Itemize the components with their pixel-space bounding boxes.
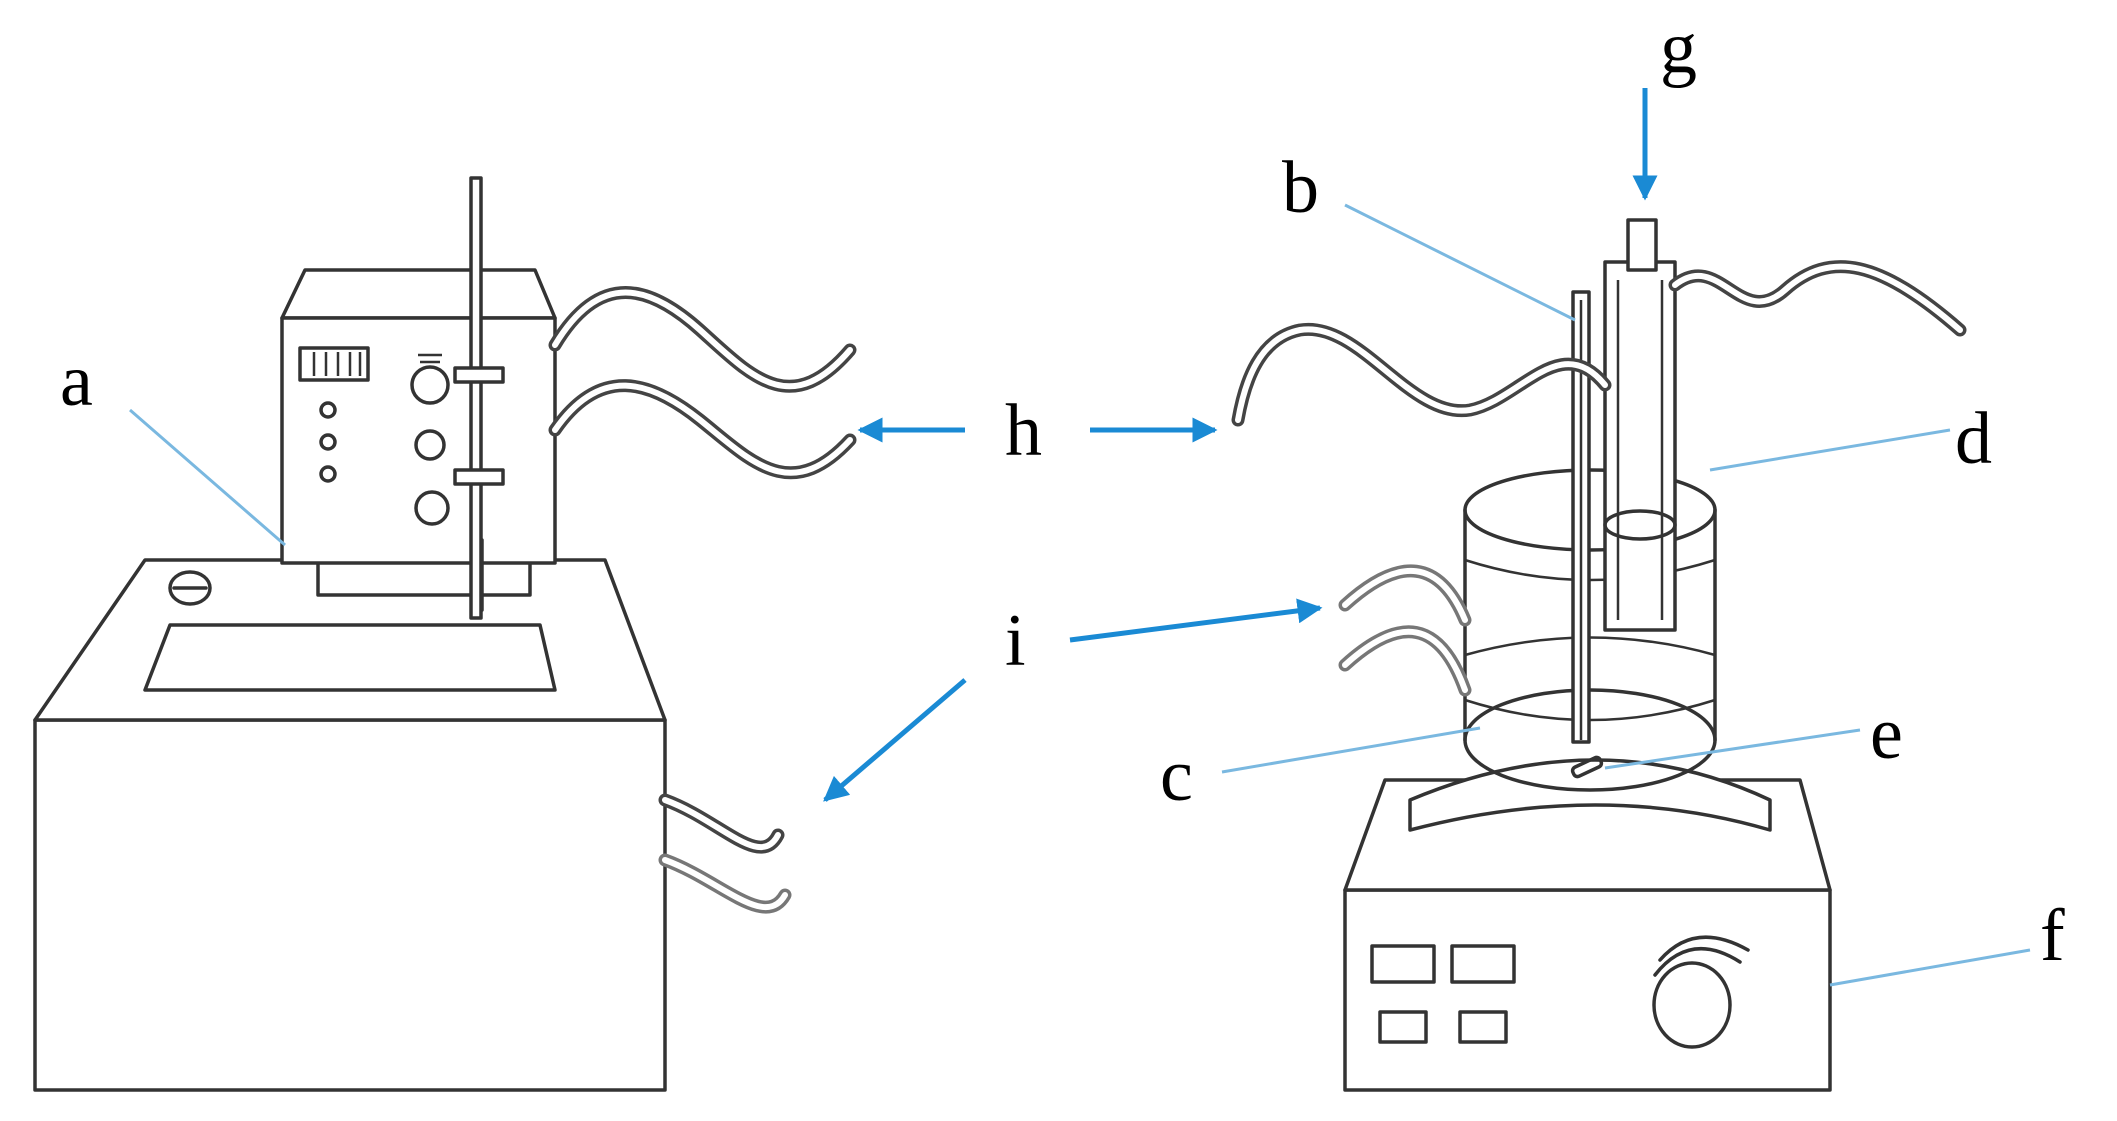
jacketed-vessel bbox=[1338, 468, 1717, 792]
temperature-controller bbox=[280, 176, 857, 620]
callout-e bbox=[1604, 728, 1861, 770]
clamp-rod bbox=[453, 176, 505, 620]
label-d: d bbox=[1955, 398, 1992, 480]
label-i: i bbox=[1005, 600, 1026, 682]
callout-lines bbox=[129, 203, 2031, 987]
controller-hoses bbox=[548, 286, 857, 480]
thermostatic-bath bbox=[33, 558, 792, 1092]
magnetic-stirrer bbox=[1343, 758, 1832, 1092]
bath-top bbox=[33, 558, 667, 722]
controller-buttons bbox=[319, 401, 337, 483]
inner-tube bbox=[1603, 218, 1677, 632]
arrow-i-left bbox=[823, 678, 967, 802]
stir-bar bbox=[1570, 755, 1604, 779]
controller-dials bbox=[410, 353, 450, 526]
stirrer-knob-icon bbox=[1652, 935, 1750, 1049]
callout-f bbox=[1829, 948, 2031, 987]
stirrer-displays bbox=[1370, 944, 1516, 1044]
label-f: f bbox=[2040, 895, 2065, 977]
jacket-hoses bbox=[1338, 564, 1472, 697]
controller-display bbox=[298, 346, 370, 382]
label-h: h bbox=[1005, 390, 1042, 472]
callout-a bbox=[129, 408, 286, 547]
arrow-i-right bbox=[1069, 598, 1323, 643]
label-g: g bbox=[1660, 7, 1697, 89]
stirrer-base bbox=[1343, 888, 1832, 1092]
stirrer-platform bbox=[1408, 758, 1772, 832]
bath-knob-icon bbox=[168, 570, 212, 606]
controller-mount bbox=[316, 558, 532, 597]
controller-box bbox=[280, 316, 557, 565]
arrows bbox=[823, 88, 1658, 802]
bath-hoses bbox=[658, 793, 792, 914]
labels: a b c d e f g h i bbox=[60, 7, 2065, 977]
callout-d bbox=[1709, 428, 1951, 472]
bath-body bbox=[33, 718, 667, 1092]
label-a: a bbox=[60, 340, 93, 422]
bath-opening bbox=[143, 623, 557, 692]
label-c: c bbox=[1160, 735, 1193, 817]
callout-c bbox=[1221, 726, 1481, 774]
label-e: e bbox=[1870, 693, 1903, 775]
callout-b bbox=[1344, 203, 1576, 322]
label-b: b bbox=[1282, 147, 1319, 229]
tube-hoses bbox=[1231, 260, 1967, 427]
